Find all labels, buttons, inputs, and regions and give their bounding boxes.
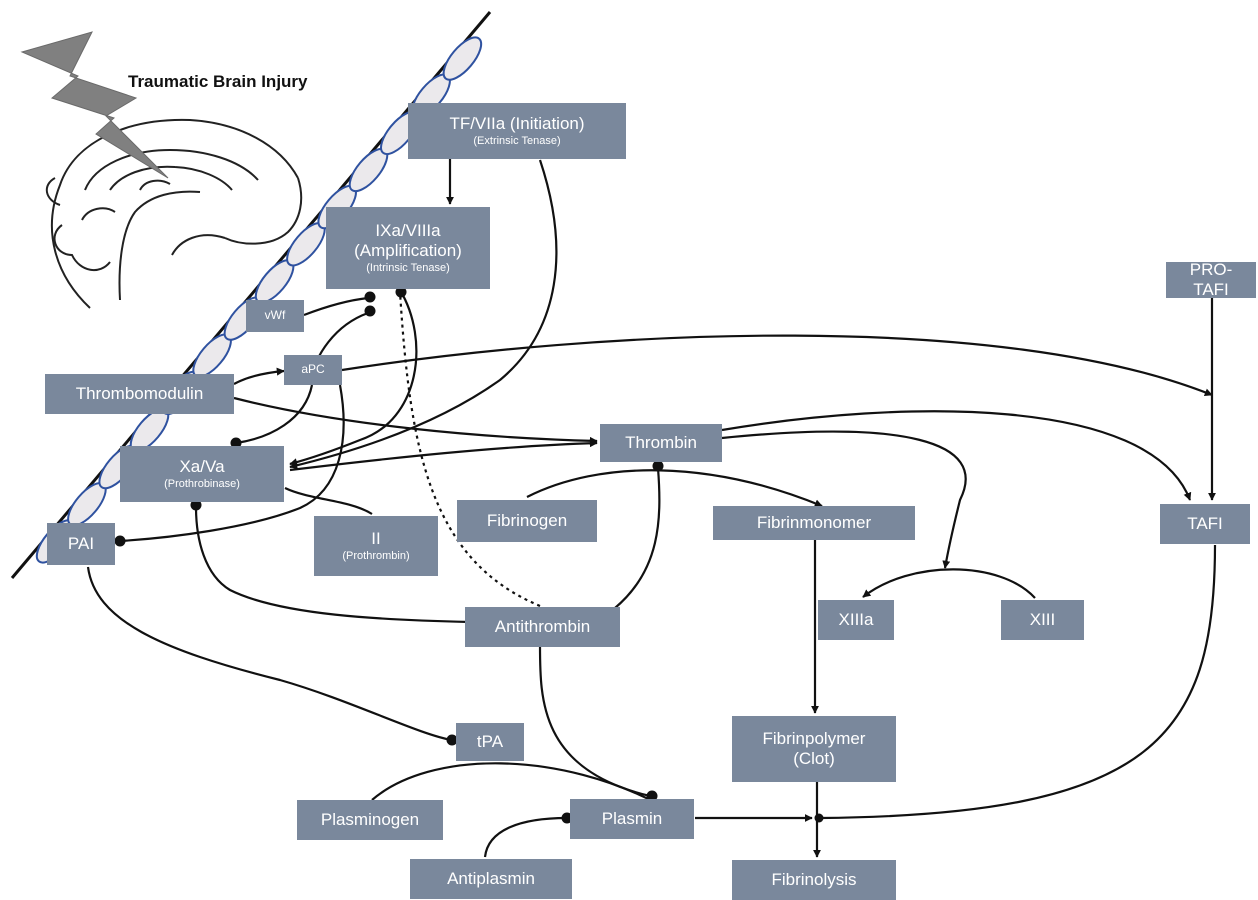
- node-pro-tafi: PRO- TAFI: [1166, 260, 1256, 299]
- node-pro-tafi-label: PRO-: [1189, 260, 1233, 280]
- node-ii-sub: (Prothrombin): [342, 550, 410, 563]
- node-xiii-label: XIII: [1029, 610, 1056, 630]
- edge-vwf-to-ixa: [303, 296, 369, 317]
- node-tafi-label: TAFI: [1187, 514, 1223, 534]
- node-fibrinpolymer: Fibrinpolymer (Clot): [732, 716, 896, 782]
- node-thrombomodulin: Thrombomodulin: [45, 374, 234, 414]
- node-fibrinmonomer: Fibrinmonomer: [713, 506, 915, 540]
- node-tafi: TAFI: [1160, 504, 1250, 544]
- node-ixa-viiia: IXa/VIIIa (Amplification) (Intrinsic Ten…: [326, 207, 490, 289]
- node-xiiia: XIIIa: [818, 600, 894, 640]
- node-xa-va-sub: (Prothrobinase): [164, 478, 240, 491]
- inhibitor-dot-xa-apc: [230, 437, 242, 449]
- node-fibrinpolymer-label2: (Clot): [793, 749, 835, 768]
- node-vwf: vWf: [246, 300, 304, 332]
- inhibitor-dot-xa-antithrombin: [190, 499, 202, 511]
- node-plasminogen-label: Plasminogen: [320, 810, 420, 830]
- node-fibrinmonomer-label: Fibrinmonomer: [756, 513, 872, 533]
- node-tpa: tPA: [456, 723, 524, 761]
- edge-ii-to-xa: [284, 487, 373, 515]
- edge-apc-to-tafi-pathway: [341, 334, 1213, 397]
- node-pai: PAI: [47, 523, 115, 565]
- diagram-title: Traumatic Brain Injury: [128, 72, 308, 91]
- edge-pai-to-tpa: [86, 566, 453, 742]
- lightning-bolt-icon: [20, 31, 169, 179]
- edge-plasminogen-to-plasmin: [371, 762, 665, 808]
- node-apc: aPC: [284, 355, 342, 385]
- node-antiplasmin-label: Antiplasmin: [447, 869, 535, 889]
- node-thrombomodulin-label: Thrombomodulin: [75, 384, 204, 404]
- node-ixa-viiia-label2: (Amplification): [354, 240, 462, 260]
- edge-xa-to-thrombin: [289, 439, 598, 472]
- node-xa-va-label: Xa/Va: [179, 456, 225, 476]
- edge-tafi-to-fibrinolysis: [819, 544, 1217, 820]
- node-fibrinpolymer-label: Fibrinpolymer: [762, 729, 866, 749]
- node-fibrinolysis-label: Fibrinolysis: [771, 870, 857, 890]
- inhibitor-dot-plasmin-antithrombin: [646, 790, 658, 802]
- node-vwf-label: vWf: [264, 308, 286, 323]
- inhibitor-dot-ixa-vwf: [364, 291, 376, 303]
- node-pro-tafi-label2: TAFI: [1193, 280, 1229, 299]
- node-thrombin: Thrombin: [600, 424, 722, 462]
- node-pai-label: PAI: [67, 534, 95, 554]
- junction-dot-fibrinolysis: [814, 813, 824, 823]
- node-antiplasmin: Antiplasmin: [410, 859, 572, 899]
- edge-antiplasmin-to-plasmin: [483, 816, 568, 858]
- inhibitor-dot-pai-apc: [114, 535, 126, 547]
- node-antithrombin-label: Antithrombin: [494, 617, 591, 637]
- node-xiii: XIII: [1001, 600, 1084, 640]
- edge-antithrombin-to-xa: [194, 506, 471, 624]
- node-ixa-viiia-label: IXa/VIIIa: [375, 221, 441, 241]
- edge-apc-to-pai: [119, 384, 345, 543]
- edge-thrombomodulin-to-thrombin: [233, 396, 598, 445]
- inhibitor-dot-ixa-apc: [364, 305, 376, 317]
- node-plasminogen: Plasminogen: [297, 800, 443, 840]
- node-tf-viia: TF/VIIa (Initiation) (Extrinsic Tenase): [408, 103, 626, 159]
- node-plasmin-label: Plasmin: [601, 809, 663, 829]
- node-antithrombin: Antithrombin: [465, 607, 620, 647]
- edge-ixa-to-xa: [289, 289, 418, 467]
- node-thrombin-label: Thrombin: [625, 433, 697, 453]
- edge-tf-to-xa: [289, 159, 558, 470]
- edge-antithrombin-to-thrombin: [614, 467, 661, 609]
- inhibitor-dot-thrombin-antithrombin: [652, 460, 664, 472]
- node-tf-viia-label: TF/VIIa (Initiation): [449, 113, 585, 133]
- node-plasmin: Plasmin: [570, 799, 694, 839]
- inhibitor-dot-tpa-pai: [446, 734, 458, 746]
- edge-antithrombin-to-plasmin: [538, 644, 651, 798]
- node-ixa-viiia-sub: (Intrinsic Tenase): [366, 262, 450, 275]
- edge-apc-to-xa: [235, 384, 314, 445]
- node-tpa-label: tPA: [476, 732, 504, 752]
- inhibitor-dot-plasmin-antiplasmin: [561, 812, 573, 824]
- node-apc-label: aPC: [301, 362, 325, 377]
- endothelial-cell: [442, 36, 483, 81]
- node-fibrinogen-label: Fibrinogen: [486, 511, 568, 531]
- edge-xiii-to-xiiia: [862, 568, 1036, 599]
- node-ii-label: II: [371, 528, 381, 548]
- edge-thrombin-to-tafi: [721, 410, 1192, 501]
- node-ii: II (Prothrombin): [314, 516, 438, 576]
- inhibitor-dot-ixa-antithrombin: [395, 286, 407, 298]
- node-fibrinogen: Fibrinogen: [457, 500, 597, 542]
- node-fibrinolysis: Fibrinolysis: [732, 860, 896, 900]
- node-tf-viia-sub: (Extrinsic Tenase): [473, 135, 561, 148]
- edge-thrombin-to-xiiia: [721, 430, 967, 569]
- node-xiiia-label: XIIIa: [838, 610, 874, 630]
- node-xa-va: Xa/Va (Prothrobinase): [120, 446, 284, 502]
- edge-thrombomodulin-to-apc: [233, 367, 285, 385]
- edge-antithrombin-to-ixa: [398, 291, 541, 608]
